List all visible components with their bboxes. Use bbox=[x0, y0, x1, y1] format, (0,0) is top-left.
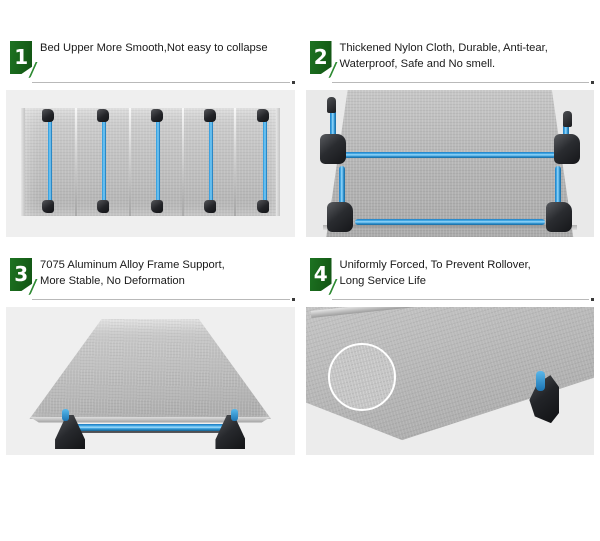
number-badge-3: 3 bbox=[10, 258, 38, 295]
pole-end-tip bbox=[563, 110, 573, 127]
feature-card-4: 4 Uniformly Forced, To Prevent Rollover,… bbox=[305, 257, 595, 455]
frame-clip bbox=[96, 199, 109, 213]
fabric-fold-line bbox=[75, 107, 78, 217]
magnifier-circle-icon bbox=[327, 343, 396, 411]
feature-text-4: Uniformly Forced, To Prevent Rollover, L… bbox=[340, 257, 595, 289]
feature-grid: 1 Bed Upper More Smooth,Not easy to coll… bbox=[6, 40, 594, 455]
aluminum-pole-vertical bbox=[330, 107, 337, 149]
feature-line: Bed Upper More Smooth,Not easy to collap… bbox=[40, 42, 268, 54]
feature-card-2: 2 Thickened Nylon Cloth, Durable, Anti-t… bbox=[305, 40, 595, 237]
divider-bar bbox=[32, 299, 290, 300]
foot-pole-tip bbox=[535, 370, 545, 391]
frame-clip bbox=[150, 199, 163, 213]
aluminum-pole-vertical bbox=[338, 166, 345, 217]
feature-header-2: 2 Thickened Nylon Cloth, Durable, Anti-t… bbox=[306, 40, 595, 78]
frame-joint-connector bbox=[553, 134, 580, 165]
feature-header-3: 3 7075 Aluminum Alloy Frame Support, Mor… bbox=[6, 257, 295, 295]
cot-bed-surface bbox=[29, 318, 272, 420]
feature-text-3: 7075 Aluminum Alloy Frame Support, More … bbox=[40, 257, 295, 289]
frame-joint-connector bbox=[319, 134, 346, 165]
badge-ribbon-shape bbox=[10, 258, 32, 291]
elastic-cord bbox=[47, 116, 52, 208]
cot-end-rail-left bbox=[21, 107, 25, 217]
feature-card-1: 1 Bed Upper More Smooth,Not easy to coll… bbox=[6, 40, 295, 237]
divider-end-dot-icon bbox=[291, 298, 295, 301]
fabric-fold-line bbox=[128, 107, 131, 217]
feature-photo-2 bbox=[305, 90, 594, 237]
cot-hem-edge bbox=[29, 416, 272, 423]
pole-end-tip bbox=[327, 97, 337, 114]
divider-bar bbox=[32, 82, 290, 83]
header-divider-1 bbox=[32, 81, 295, 84]
aluminum-pole-horizontal bbox=[343, 151, 557, 158]
feature-text-2: Thickened Nylon Cloth, Durable, Anti-tea… bbox=[340, 40, 595, 72]
frame-clip bbox=[203, 109, 216, 123]
leg-pole-tip bbox=[231, 409, 239, 422]
header-divider-3 bbox=[32, 298, 295, 301]
feature-line: Thickened Nylon Cloth, Durable, Anti-tea… bbox=[339, 42, 548, 54]
feature-photo-4 bbox=[305, 307, 594, 455]
frame-clip bbox=[257, 109, 270, 123]
feature-card-3: 3 7075 Aluminum Alloy Frame Support, Mor… bbox=[6, 257, 295, 455]
feature-photo-1 bbox=[6, 90, 295, 237]
feature-line: 7075 Aluminum Alloy Frame Support, bbox=[40, 259, 225, 271]
frame-joint-connector bbox=[327, 201, 354, 232]
frame-clip bbox=[257, 199, 270, 213]
number-badge-1: 1 bbox=[10, 41, 38, 78]
feature-text-1: Bed Upper More Smooth,Not easy to collap… bbox=[40, 40, 295, 57]
frame-clip bbox=[150, 109, 163, 123]
divider-bar bbox=[331, 299, 589, 300]
leg-pole-tip bbox=[62, 409, 70, 422]
fabric-fold-line bbox=[181, 107, 184, 217]
badge-ribbon-shape bbox=[10, 41, 32, 74]
badge-number-label: 2 bbox=[313, 44, 328, 69]
nylon-cloth-surface bbox=[324, 90, 575, 237]
feature-line: Uniformly Forced, To Prevent Rollover, bbox=[339, 259, 531, 271]
fabric-seam bbox=[322, 225, 577, 231]
divider-end-dot-icon bbox=[591, 298, 594, 301]
frame-clip bbox=[203, 199, 216, 213]
elastic-cord bbox=[209, 116, 214, 208]
badge-ribbon-shape bbox=[309, 258, 332, 291]
header-divider-2 bbox=[331, 81, 594, 84]
divider-bar bbox=[331, 82, 589, 83]
aluminum-pole-horizontal bbox=[354, 219, 545, 226]
frame-clip bbox=[42, 199, 55, 213]
frame-clip bbox=[42, 109, 55, 123]
badge-number-label: 4 bbox=[313, 261, 328, 286]
feature-line: More Stable, No Deformation bbox=[40, 274, 185, 287]
feature-line: Long Service Life bbox=[339, 274, 426, 287]
badge-number-label: 3 bbox=[14, 261, 28, 286]
feature-header-1: 1 Bed Upper More Smooth,Not easy to coll… bbox=[6, 40, 295, 78]
badge-ribbon-shape bbox=[309, 41, 332, 74]
divider-end-dot-icon bbox=[591, 81, 594, 84]
cross-bar-pole bbox=[66, 423, 234, 431]
number-badge-2: 2 bbox=[309, 41, 338, 78]
elastic-cord bbox=[102, 116, 107, 208]
feature-line: Waterproof, Safe and No smell. bbox=[339, 57, 496, 70]
elastic-cord bbox=[156, 116, 161, 208]
number-badge-4: 4 bbox=[309, 258, 338, 295]
frame-joint-connector bbox=[546, 201, 573, 232]
cot-end-rail-right bbox=[275, 107, 280, 217]
fabric-fold-line bbox=[233, 107, 236, 217]
header-divider-4 bbox=[331, 298, 594, 301]
divider-end-dot-icon bbox=[291, 81, 295, 84]
aluminum-pole-vertical bbox=[554, 166, 561, 217]
cot-fabric-panel bbox=[23, 107, 278, 217]
frame-clip bbox=[96, 109, 109, 123]
badge-number-label: 1 bbox=[14, 44, 28, 69]
feature-header-4: 4 Uniformly Forced, To Prevent Rollover,… bbox=[306, 257, 595, 295]
elastic-cord bbox=[262, 116, 267, 208]
feature-photo-3 bbox=[6, 307, 295, 455]
